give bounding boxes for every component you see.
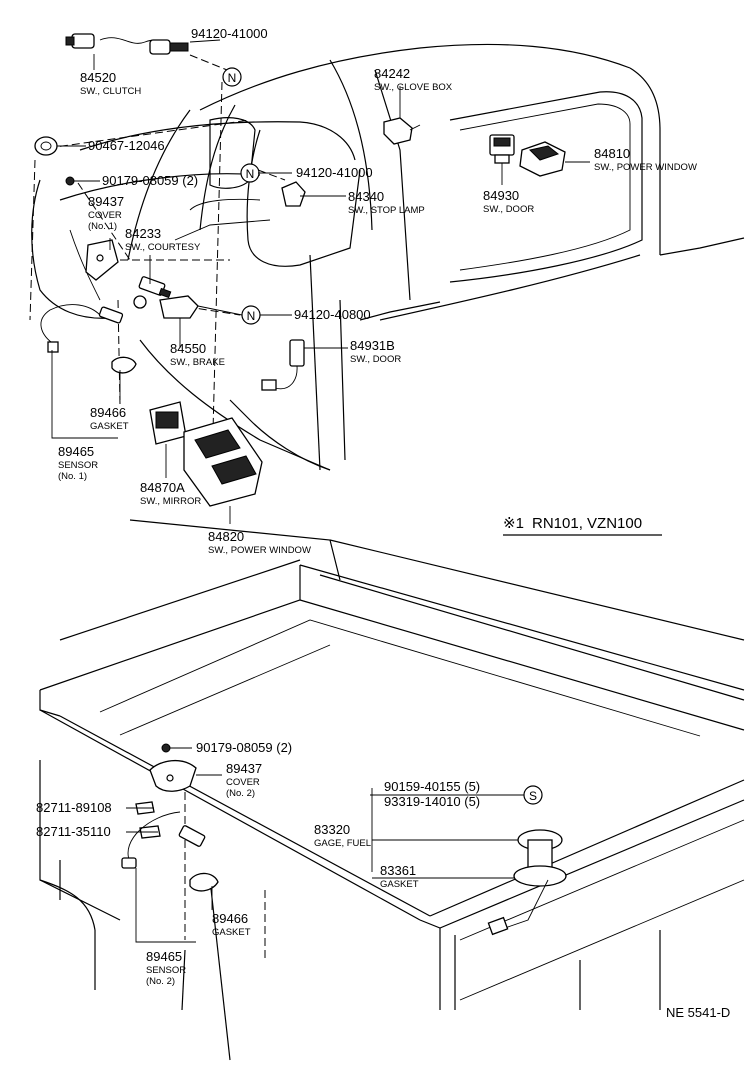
stop-lamp-switch-part [281, 181, 346, 207]
label-84870a: 84870A [140, 480, 185, 495]
label-sensor-no1: (No. 1) [58, 471, 87, 482]
label-sw-door-left: SW., DOOR [350, 354, 401, 365]
label-cover-no1: (No. 1) [88, 221, 117, 232]
label-sensor-no2: (No. 2) [146, 976, 175, 987]
label-82711-89108: 82711-89108 [36, 800, 112, 815]
n-callouts: N N N [222, 67, 261, 325]
label-sw-courtesy: SW., COURTESY [125, 242, 201, 253]
label-84233: 84233 [125, 226, 161, 241]
nut-90179-lower-part [161, 743, 171, 753]
sensor-no2-part [121, 811, 219, 892]
glove-box-switch-part [383, 117, 421, 145]
label-83320: 83320 [314, 822, 350, 837]
cover-no1-part [85, 239, 119, 281]
sensor-no1-part [40, 304, 137, 374]
label-sensor-lower: SENSOR [146, 965, 186, 976]
s-callout: S [523, 785, 543, 805]
label-sw-glove-box: SW., GLOVE BOX [374, 82, 453, 93]
label-gasket-upper: GASKET [90, 421, 129, 432]
bed-outline [39, 519, 745, 1061]
label-sw-power-window-left: SW., POWER WINDOW [208, 545, 311, 556]
n-callout-1: N [228, 71, 237, 85]
nut-90179-upper-part [65, 176, 75, 186]
label-84242: 84242 [374, 66, 410, 81]
brake-switch-part [133, 295, 243, 319]
label-84550: 84550 [170, 341, 206, 356]
label-89465-upper: 89465 [58, 444, 94, 459]
label-84930: 84930 [483, 188, 519, 203]
mirror-switch-part [149, 401, 187, 445]
label-89466-upper: 89466 [90, 405, 126, 420]
label-83361: 83361 [380, 863, 416, 878]
label-93319-14010: 93319-14010 (5) [384, 794, 480, 809]
label-89437-upper: 89437 [88, 194, 124, 209]
door-switch-part [489, 134, 515, 164]
label-94120-41000-mid: 94120-41000 [296, 165, 373, 180]
label-90179-08059-lower: 90179-08059 (2) [196, 740, 292, 755]
label-82711-35110: 82711-35110 [36, 824, 111, 839]
note-symbol: ※1 [503, 515, 524, 532]
leader-lines-lower [126, 747, 524, 943]
label-sw-clutch: SW., CLUTCH [80, 86, 141, 97]
label-90159-40155: 90159-40155 (5) [384, 779, 480, 794]
label-gage-fuel: GAGE, FUEL [314, 838, 371, 849]
label-gasket-lower: GASKET [212, 927, 251, 938]
label-89466-lower: 89466 [212, 911, 248, 926]
cab-outline [31, 43, 745, 471]
label-89437-lower: 89437 [226, 761, 262, 776]
power-window-switch-left-part [183, 417, 263, 507]
label-sensor-upper: SENSOR [58, 460, 98, 471]
label-cover-lower: COVER [226, 777, 260, 788]
label-sw-brake: SW., BRAKE [170, 357, 225, 368]
leader-lines-upper [51, 39, 590, 524]
label-gasket-fuel: GASKET [380, 879, 419, 890]
cover-no2-part [149, 760, 197, 792]
footer-code: NE 5541-D [666, 1005, 730, 1020]
label-84520: 84520 [80, 70, 116, 85]
clutch-switch-part [65, 33, 189, 55]
label-84340: 84340 [348, 189, 384, 204]
label-94120-41000-top: 94120-41000 [191, 26, 268, 41]
label-sw-power-window-right: SW., POWER WINDOW [594, 162, 697, 173]
s-callout-symbol: S [529, 789, 537, 803]
n-callout-3: N [247, 309, 256, 323]
label-cover-upper: COVER [88, 210, 122, 221]
labels: 94120-41000 84520 SW., CLUTCH 84242 SW.,… [36, 26, 730, 1020]
bolts-82711-part [135, 801, 161, 839]
door-switch-left-part [261, 339, 305, 391]
courtesy-switch-part [138, 276, 172, 299]
label-sw-door-right: SW., DOOR [483, 204, 534, 215]
clip-90467-part [34, 136, 58, 156]
label-90179-08059-upper: 90179-08059 (2) [102, 173, 198, 188]
label-cover-no2: (No. 2) [226, 788, 255, 799]
label-94120-40800: 94120-40800 [294, 307, 371, 322]
power-window-switch-right-part [519, 141, 566, 177]
n-callout-2: N [246, 167, 255, 181]
label-84820: 84820 [208, 529, 244, 544]
label-84931b: 84931B [350, 338, 395, 353]
fuel-gage-part [487, 829, 567, 936]
note-text: RN101, VZN100 [532, 515, 642, 532]
label-sw-stop-lamp: SW., STOP LAMP [348, 205, 425, 216]
reference-lines-lower [184, 780, 266, 960]
label-89465-lower: 89465 [146, 949, 182, 964]
label-90467-12046: 90467-12046 [88, 138, 165, 153]
label-sw-mirror: SW., MIRROR [140, 496, 201, 507]
label-84810: 84810 [594, 146, 630, 161]
